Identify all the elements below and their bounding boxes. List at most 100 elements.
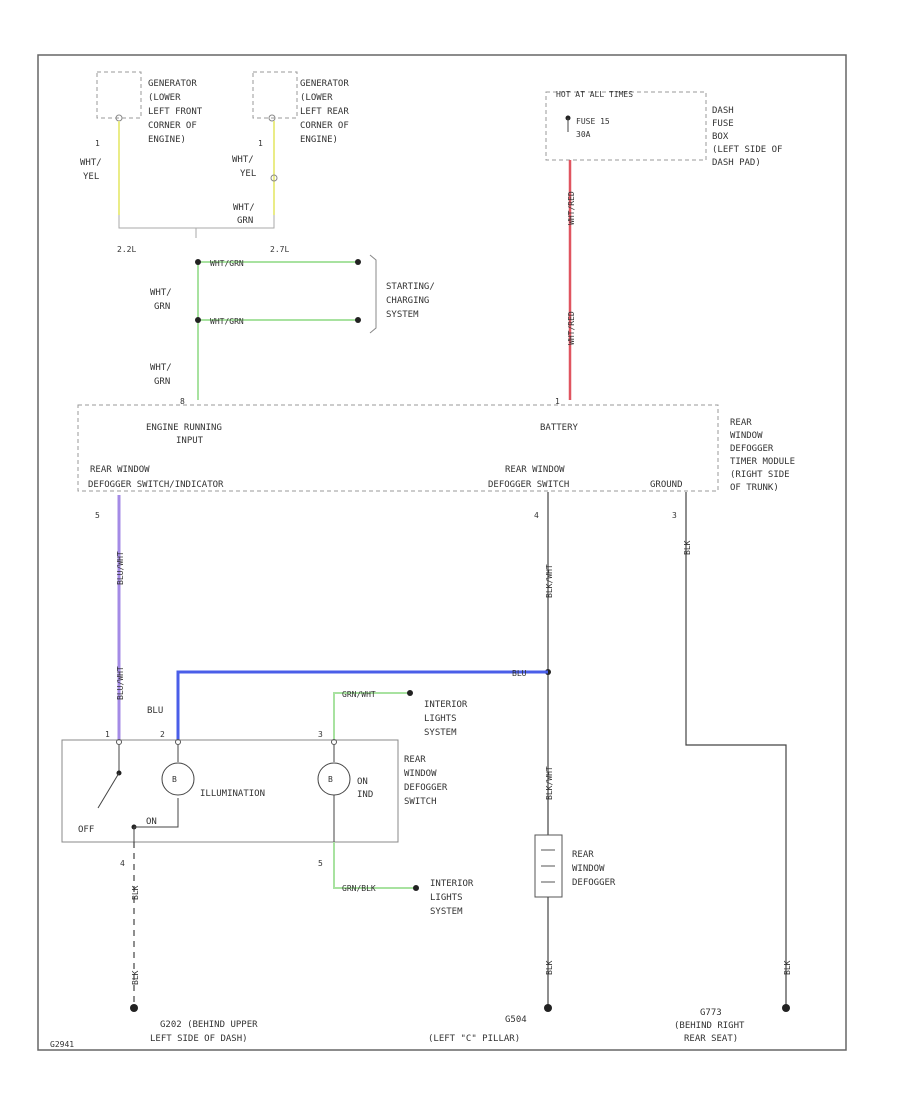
wire-blk-module-ground (685, 492, 787, 1005)
diagram-label: LEFT SIDE OF DASH) (150, 1034, 248, 1044)
diagram-shape (541, 849, 555, 883)
diagram-label: SWITCH (404, 797, 437, 807)
diagram-label: G202 (BEHIND UPPER (160, 1020, 258, 1030)
diagram-shape (96, 71, 142, 119)
diagram-label: DEFOGGER SWITCH (488, 480, 569, 490)
diagram-shape (317, 762, 351, 796)
diagram-label: REAR WINDOW (505, 465, 565, 475)
diagram-label: ENGINE) (300, 135, 338, 145)
diagram-shape (331, 739, 337, 745)
ground-g773 (782, 1004, 790, 1012)
diagram-label: BLU (147, 706, 163, 716)
diagram-label: BLK/WHT (545, 564, 554, 598)
code-r: 2.7L (270, 245, 289, 254)
diagram-label: GRN/WHT (342, 690, 376, 699)
diagram-label: REAR SEAT) (684, 1034, 738, 1044)
diagram-shape (97, 772, 120, 809)
diagram-label: 4 (120, 859, 125, 868)
diagram-label: REAR (572, 850, 594, 860)
diagram-label: GENERATOR (300, 79, 349, 89)
diagram-label: DEFOGGER (572, 878, 616, 888)
diagram-label: WINDOW (404, 769, 437, 779)
diagram-label: FUSE 15 (576, 117, 610, 126)
timer-module: ENGINE RUNNING INPUT BATTERY REAR WINDOW… (77, 404, 795, 493)
diagram-label: BLU/WHT (116, 666, 125, 700)
pin-gen2: 1 (258, 139, 263, 148)
diagram-label: WHT/ (150, 288, 172, 298)
diagram-label: (LEFT "C" PILLAR) (428, 1034, 520, 1044)
diagram-shape (116, 739, 122, 745)
diagram-label: SYSTEM (430, 907, 463, 917)
diagram-shape (413, 885, 419, 891)
diagram-label: BLU/WHT (116, 551, 125, 585)
ground-g202 (130, 1004, 138, 1012)
ground-g504 (544, 1004, 552, 1012)
diagram-label: WHT/ (150, 363, 172, 373)
diagram-label: 1 (555, 397, 560, 406)
diagram-label: 8 (180, 397, 185, 406)
diagram-label: GENERATOR (148, 79, 197, 89)
diagram-label: BOX (712, 132, 729, 142)
ground-labels: G202 (BEHIND UPPER LEFT SIDE OF DASH) G5… (150, 1008, 745, 1044)
diagram-label: (RIGHT SIDE (730, 470, 790, 480)
diagram-label: YEL (240, 169, 256, 179)
diagram-shape (195, 317, 201, 323)
diagram-label: WINDOW (572, 864, 605, 874)
diagram-label: ENGINE RUNNING (146, 423, 222, 433)
diagram-shape (407, 690, 413, 696)
diagram-shape (252, 71, 298, 119)
diagram-shape (195, 259, 201, 265)
diagram-label: LIGHTS (424, 714, 457, 724)
diagram-label: CORNER OF (300, 121, 349, 131)
generator-rear: GENERATOR (LOWER LEFT REAR CORNER OF ENG… (252, 71, 349, 145)
diagram-label: STARTING/ (386, 282, 435, 292)
diagram-label: BLK (783, 960, 792, 975)
diagram-label: LIGHTS (430, 893, 463, 903)
diagram-label: (LEFT SIDE OF (712, 145, 782, 155)
diagram-label: GROUND (650, 480, 683, 490)
diagram-shape (61, 739, 399, 843)
diagram-label: CHARGING (386, 296, 429, 306)
diagram-label: GRN (154, 377, 170, 387)
diagram-label: DEFOGGER SWITCH/INDICATOR (88, 480, 224, 490)
diagram-shape (355, 259, 361, 265)
diagram-label: DEFOGGER (730, 444, 774, 454)
defogger-switch: 1 2 3 OFF ON B ILLUMINATION B ON IND REA… (61, 730, 448, 843)
diagram-label: FUSE (712, 119, 734, 129)
diagram-label: WHT/GRN (210, 317, 244, 326)
diagram-label: YEL (83, 172, 99, 182)
diagram-shape (268, 114, 276, 122)
rear-window-defogger: REAR WINDOW DEFOGGER (534, 834, 616, 898)
starting-charging-label: STARTING/ CHARGING SYSTEM (386, 282, 435, 320)
diagram-label: GRN (237, 216, 253, 226)
diagram-label: TIMER MODULE (730, 457, 795, 467)
diagram-label: DASH (712, 106, 734, 116)
diagram-label: OF TRUNK) (730, 483, 779, 493)
diagram-shape (77, 404, 719, 492)
footer-code: G2941 (50, 1040, 74, 1049)
diagram-label: 3 (318, 730, 323, 739)
wire-grnblk (333, 842, 416, 889)
diagram-label: IND (357, 790, 373, 800)
diagram-label: SYSTEM (386, 310, 419, 320)
diagram-label: ON (146, 817, 157, 827)
diagram-label: GRN/BLK (342, 884, 376, 893)
diagram-label: B (328, 775, 333, 784)
diagram-label: WHT/RED (567, 191, 576, 225)
diagram-label: INPUT (176, 436, 204, 446)
diagram-label: 5 (318, 859, 323, 868)
diagram-label: BLK (131, 885, 140, 900)
diagram-label: 1 (105, 730, 110, 739)
diagram-label: (LOWER (300, 93, 333, 103)
diagram-label: REAR (730, 418, 752, 428)
interior-lights-1: INTERIOR LIGHTS SYSTEM (424, 700, 468, 738)
diagram-label: 4 (534, 511, 539, 520)
diagram-frame (37, 54, 847, 1051)
diagram-label: BLK/WHT (545, 766, 554, 800)
diagram-label: ILLUMINATION (200, 789, 265, 799)
diagram-label: INTERIOR (430, 879, 474, 889)
diagram-label: 5 (95, 511, 100, 520)
diagram-label: OFF (78, 825, 94, 835)
pin-gen1: 1 (95, 139, 100, 148)
diagram-shape (175, 739, 181, 745)
